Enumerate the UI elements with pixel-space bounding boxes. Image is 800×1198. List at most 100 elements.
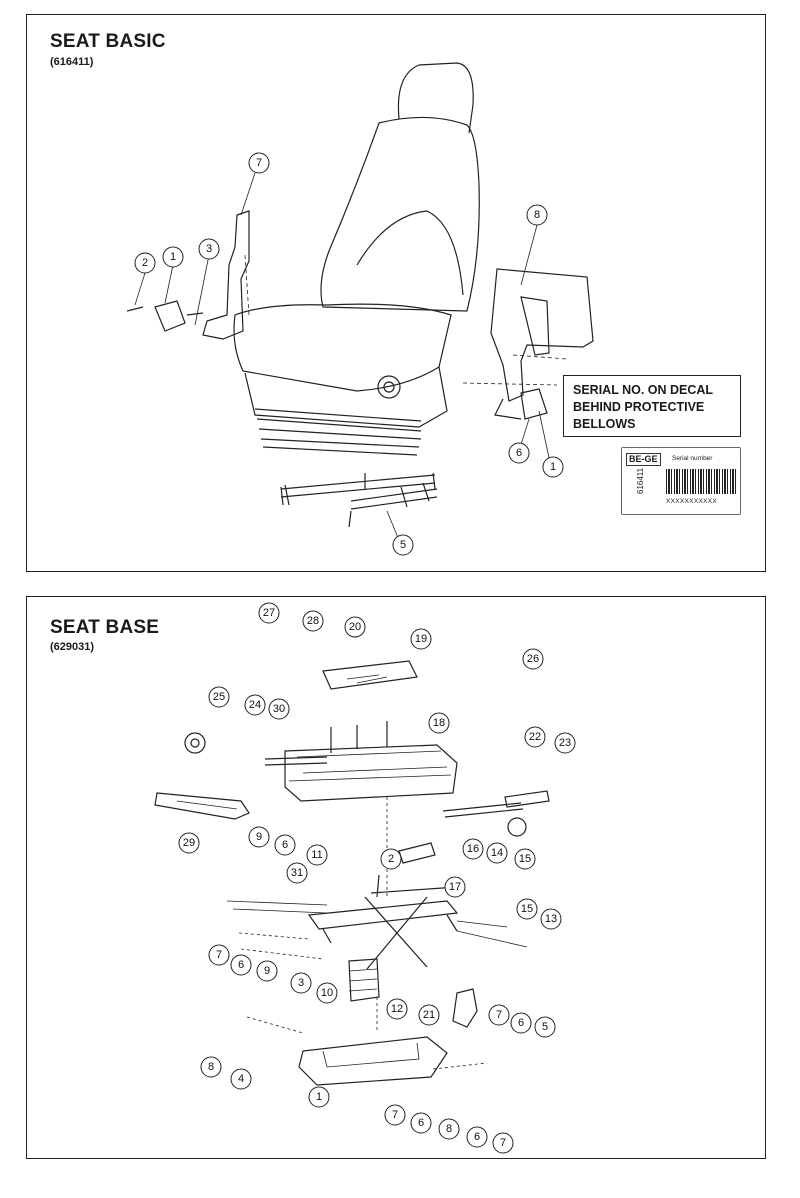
callout-circle	[344, 616, 366, 638]
callout-number: 9	[256, 831, 262, 843]
callout-number: 28	[307, 615, 319, 627]
part-callout: 26	[522, 648, 544, 670]
barcode-text: XXXXXXXXXXX	[666, 498, 717, 505]
part-callout: 8	[200, 1056, 222, 1078]
callout-number: 7	[500, 1137, 506, 1149]
callout-circle	[534, 1016, 556, 1038]
callout-circle	[516, 898, 538, 920]
note-line: SERIAL NO. ON DECAL	[573, 383, 714, 397]
callout-number: 31	[291, 867, 303, 879]
callout-number: 7	[216, 949, 222, 961]
callout-number: 22	[529, 731, 541, 743]
part-callout: 1	[308, 1086, 330, 1108]
callout-circle	[162, 246, 184, 268]
part-callout: 1	[542, 456, 564, 478]
callout-number: 18	[433, 717, 445, 729]
part-callout: 10	[316, 982, 338, 1004]
callout-number: 7	[392, 1109, 398, 1121]
callout-number: 17	[449, 881, 461, 893]
callout-circle	[208, 686, 230, 708]
callout-number: 1	[170, 251, 176, 263]
callout-circle	[380, 848, 402, 870]
callout-circle	[486, 842, 508, 864]
callout-number: 8	[208, 1061, 214, 1073]
callout-circle	[492, 1132, 514, 1154]
part-callout: 15	[516, 898, 538, 920]
part-number: (629031)	[50, 641, 95, 653]
callout-number: 2	[142, 257, 148, 269]
part-callout: 5	[392, 534, 414, 556]
callout-number: 8	[534, 209, 540, 221]
part-callout: 14	[486, 842, 508, 864]
seat-drawing	[126, 62, 594, 528]
callout-circle	[410, 1112, 432, 1134]
callout-circle	[488, 1004, 510, 1026]
callout-number: 3	[298, 977, 304, 989]
callout-circle	[384, 1104, 406, 1126]
part-callout: 19	[410, 628, 432, 650]
note-line: BEHIND PROTECTIVE	[573, 400, 705, 414]
part-callout: 11	[306, 844, 328, 866]
part-callout: 27	[258, 602, 280, 624]
part-callout: 1	[162, 246, 184, 268]
part-callout: 6	[510, 1012, 532, 1034]
callout-circle	[286, 862, 308, 884]
part-callout: 6	[274, 834, 296, 856]
callout-number: 26	[527, 653, 539, 665]
callout-leaders	[134, 172, 552, 546]
part-callout: 18	[428, 712, 450, 734]
part-callout: 28	[302, 610, 324, 632]
part-callout: 29	[178, 832, 200, 854]
callout-number: 6	[474, 1131, 480, 1143]
part-callout: 8	[438, 1118, 460, 1140]
callout-number: 15	[519, 853, 531, 865]
seat-base-panel: SEAT BASE (629031)	[26, 596, 766, 1159]
part-callout: 5	[534, 1016, 556, 1038]
part-callout: 15	[514, 848, 536, 870]
part-callout: 2	[134, 252, 156, 274]
callout-circle	[462, 838, 484, 860]
part-callout: 13	[540, 908, 562, 930]
callout-circle	[410, 628, 432, 650]
base-drawing	[154, 660, 550, 1086]
callout-number: 15	[521, 903, 533, 915]
callout-number: 6	[282, 839, 288, 851]
part-callout: 8	[526, 204, 548, 226]
part-callout: 9	[256, 960, 278, 982]
callout-circle	[290, 972, 312, 994]
part-callout: 6	[466, 1126, 488, 1148]
callout-number: 7	[256, 157, 262, 169]
callout-number: 11	[311, 849, 322, 861]
part-callout: 30	[268, 698, 290, 720]
callout-circle	[308, 1086, 330, 1108]
callout-number: 3	[206, 243, 212, 255]
callout-circle	[244, 694, 266, 716]
callout-number: 4	[238, 1073, 244, 1085]
callout-circle	[392, 534, 414, 556]
callout-number: 13	[545, 913, 557, 925]
callout-circle	[514, 848, 536, 870]
callout-circle	[438, 1118, 460, 1140]
callout-circle	[248, 152, 270, 174]
callout-number: 6	[518, 1017, 524, 1029]
serial-number-note: SERIAL NO. ON DECAL BEHIND PROTECTIVE BE…	[563, 375, 741, 437]
callout-circle	[508, 442, 530, 464]
callout-number: 14	[491, 847, 503, 859]
callout-number: 16	[467, 843, 479, 855]
seat-basic-panel: SEAT BASIC (616411)	[26, 14, 766, 572]
callout-circle	[200, 1056, 222, 1078]
callout-circle	[526, 204, 548, 226]
callout-circle	[510, 1012, 532, 1034]
note-line: BELLOWS	[573, 417, 636, 431]
callout-circle	[198, 238, 220, 260]
callout-circle	[258, 602, 280, 624]
part-callout: 7	[384, 1104, 406, 1126]
part-callout: 16	[462, 838, 484, 860]
part-callout: 6	[230, 954, 252, 976]
part-callout: 6	[508, 442, 530, 464]
part-callout: 3	[290, 972, 312, 994]
part-callout: 7	[208, 944, 230, 966]
callout-circle	[316, 982, 338, 1004]
